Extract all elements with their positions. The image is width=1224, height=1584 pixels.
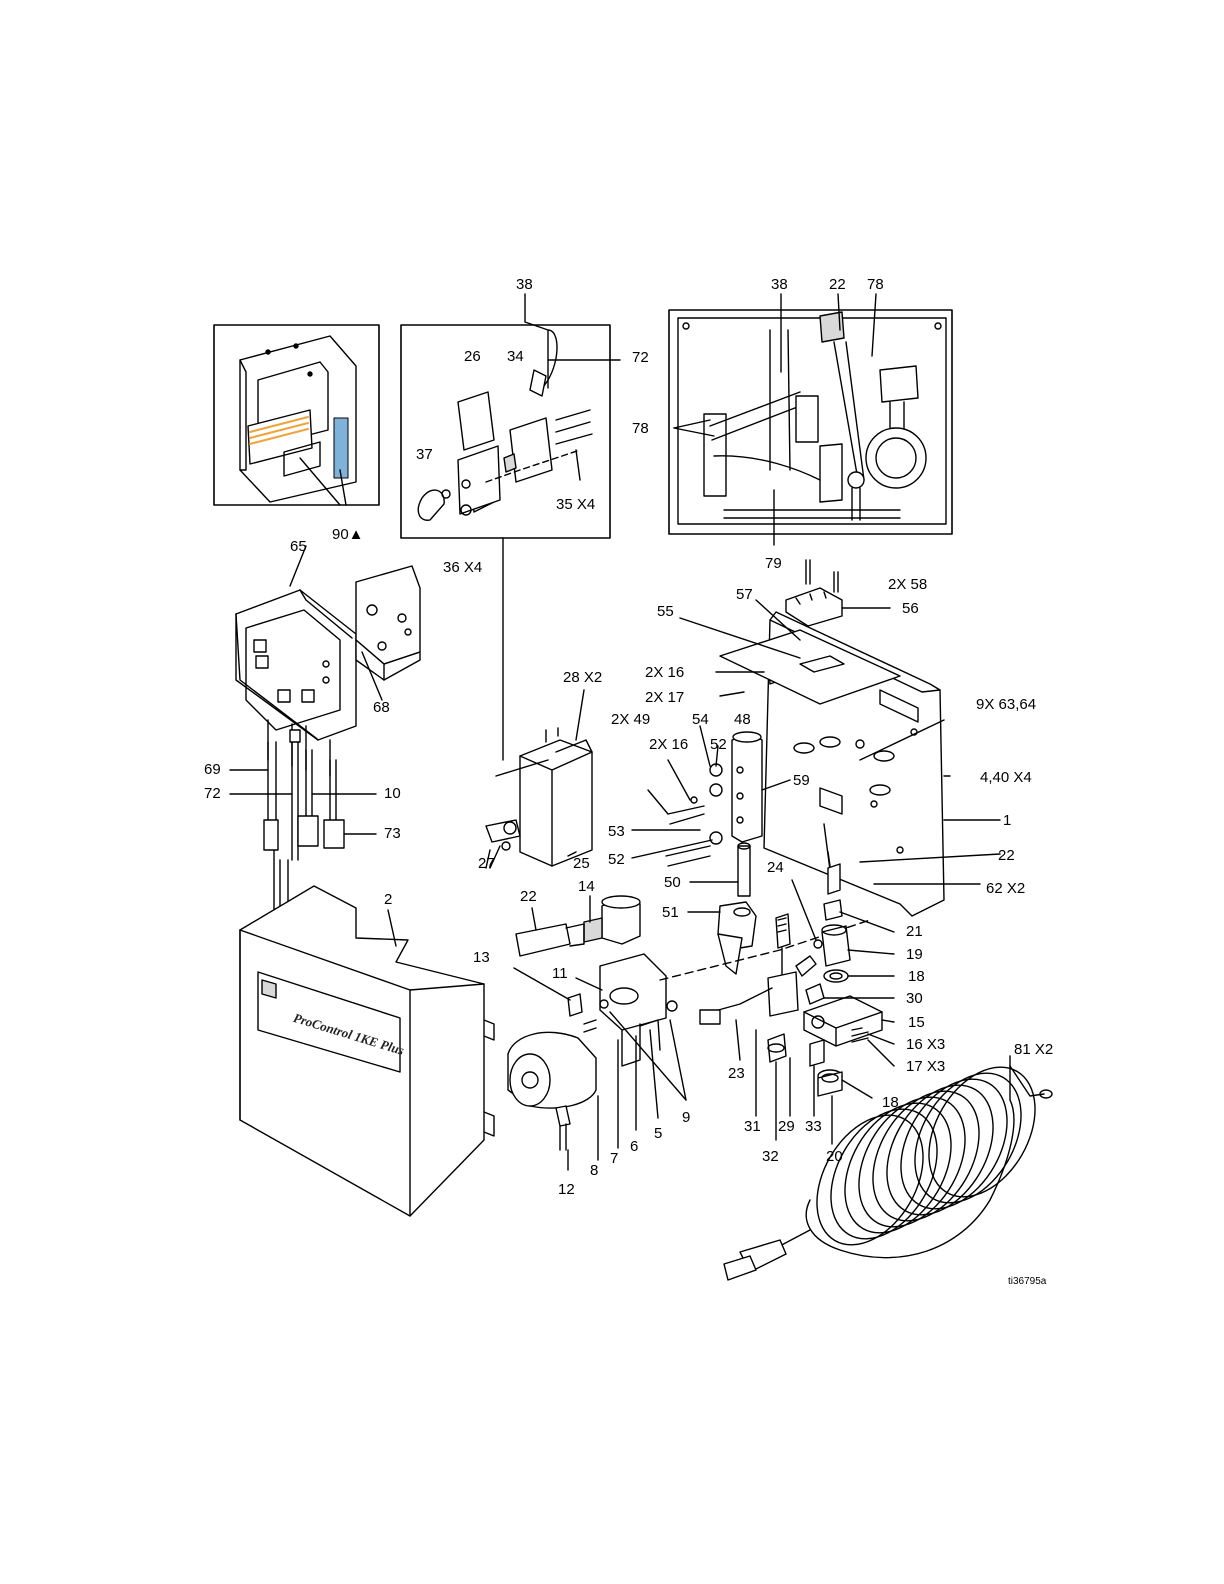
callout-c33: 33 (805, 1119, 822, 1134)
mounting-bracket-68 (356, 566, 420, 700)
callout-c72b: 72 (204, 786, 221, 801)
callout-c90: 90▲ (332, 527, 364, 542)
callout-c1: 1 (1003, 813, 1011, 828)
callout-c73: 73 (384, 826, 401, 841)
callout-c27: 27 (478, 856, 495, 871)
callout-c36: 36 X4 (443, 560, 482, 575)
callout-c35: 35 X4 (556, 497, 595, 512)
callout-c62: 62 X2 (986, 881, 1025, 896)
callout-c2: 2 (384, 892, 392, 907)
callout-c53: 53 (608, 824, 625, 839)
callout-c16b: 2X 16 (649, 737, 688, 752)
callout-c65: 65 (290, 539, 307, 554)
callout-c59: 59 (793, 773, 810, 788)
callout-c79: 79 (765, 556, 782, 571)
callout-c6364: 9X 63,64 (976, 697, 1036, 712)
callout-c56: 56 (902, 601, 919, 616)
sensor-23 (700, 880, 822, 1060)
gauge-14 (516, 896, 640, 956)
callout-c72a: 72 (632, 350, 649, 365)
callout-c26: 26 (464, 349, 481, 364)
callout-c12: 12 (558, 1182, 575, 1197)
callout-c34: 34 (507, 349, 524, 364)
callout-c50: 50 (664, 875, 681, 890)
callout-c15: 15 (908, 1015, 925, 1030)
tube-50 (688, 843, 756, 974)
callout-c24: 24 (767, 860, 784, 875)
callout-c31: 31 (744, 1119, 761, 1134)
callout-c37: 37 (416, 447, 433, 462)
callout-c68: 68 (373, 700, 390, 715)
detail-box-internal-panel (669, 294, 952, 545)
callout-c7: 7 (610, 1151, 618, 1166)
callout-c9: 9 (682, 1110, 690, 1125)
callout-c52a: 52 (710, 737, 727, 752)
callout-c38b: 38 (771, 277, 788, 292)
callout-c11: 11 (552, 966, 568, 981)
callout-c440: 4,40 X4 (980, 770, 1032, 785)
callout-c21: 21 (906, 924, 923, 939)
detail-box-label-90 (214, 325, 379, 505)
callout-c6: 6 (630, 1139, 638, 1154)
callout-c54: 54 (692, 712, 709, 727)
callout-c38a: 38 (516, 277, 533, 292)
callout-c19: 19 (906, 947, 923, 962)
callout-c29: 29 (778, 1119, 795, 1134)
callout-c48: 48 (734, 712, 751, 727)
callout-c28: 28 X2 (563, 670, 602, 685)
callout-c55: 55 (657, 604, 674, 619)
callout-c23: 23 (728, 1066, 745, 1081)
callout-c14: 14 (578, 879, 595, 894)
callout-c52b: 52 (608, 852, 625, 867)
callout-c78b: 78 (632, 421, 649, 436)
callout-c78a: 78 (867, 277, 884, 292)
callout-c30: 30 (906, 991, 923, 1006)
callout-c16c: 16 X3 (906, 1037, 945, 1052)
callout-c8: 8 (590, 1163, 598, 1178)
callout-c5: 5 (654, 1126, 662, 1141)
callout-c32: 32 (762, 1149, 779, 1164)
callout-c22c: 22 (520, 889, 537, 904)
callout-c22a: 22 (829, 277, 846, 292)
callout-c13: 13 (473, 950, 490, 965)
callout-c17a: 2X 17 (645, 690, 684, 705)
figure-id: ti36795a (1008, 1274, 1046, 1289)
valve-assembly-25 (486, 538, 592, 868)
callout-c18b: 18 (882, 1095, 899, 1110)
callout-c49: 2X 49 (611, 712, 650, 727)
callout-c18a: 18 (908, 969, 925, 984)
callout-c20: 20 (826, 1149, 843, 1164)
callout-c81: 81 X2 (1014, 1042, 1053, 1057)
callout-c57: 57 (736, 587, 753, 602)
enclosure-2 (240, 886, 494, 1216)
callout-c51: 51 (662, 905, 679, 920)
callout-c25: 25 (573, 856, 590, 871)
callout-c10: 10 (384, 786, 401, 801)
callout-c69: 69 (204, 762, 221, 777)
callout-c16a: 2X 16 (645, 665, 684, 680)
callout-c22b: 22 (998, 848, 1015, 863)
callout-c17b: 17 X3 (906, 1059, 945, 1074)
callout-c58: 2X 58 (888, 577, 927, 592)
